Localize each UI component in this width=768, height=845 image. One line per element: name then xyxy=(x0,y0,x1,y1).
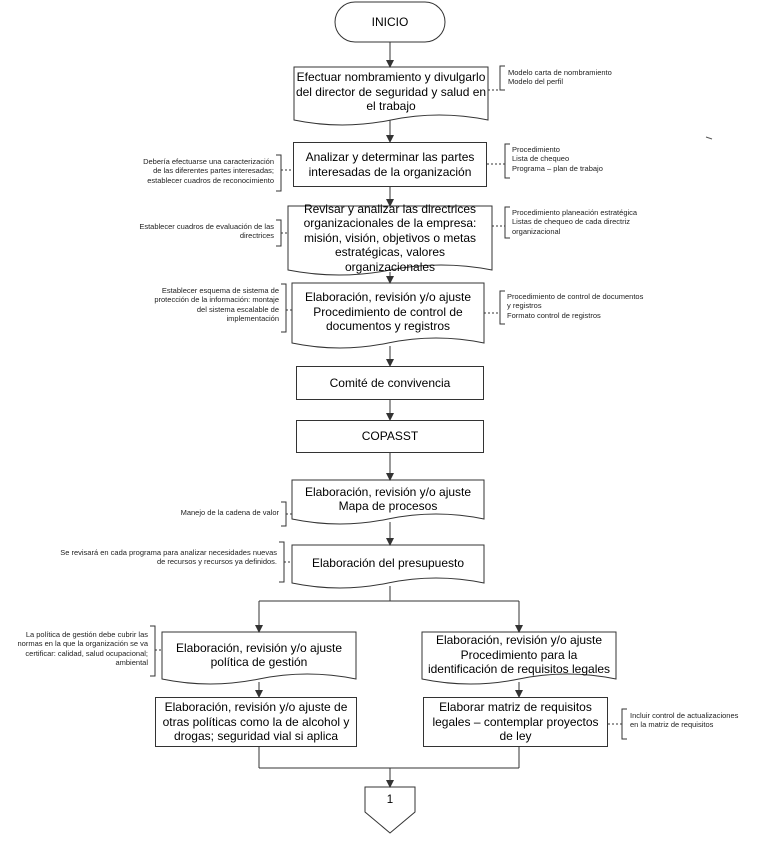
node-label: Comité de convivencia xyxy=(329,375,451,390)
doc-shape-n9 xyxy=(161,631,357,685)
annotation-evaluacion-directrices: Establecer cuadros de evaluación de las … xyxy=(139,222,274,241)
annotation-politica-normas: La política de gestión debe cubrir las n… xyxy=(17,630,149,668)
node-label: COPASST xyxy=(361,429,419,444)
node-label: Elaboración del presupuesto xyxy=(311,555,465,570)
node-nombramiento-director: Efectuar nombramiento y divulgarlo del d… xyxy=(294,67,488,117)
node-directrices-organizacionales: Revisar y analizar las directrices organ… xyxy=(288,202,492,274)
doc-shape-n3 xyxy=(287,205,493,276)
node-copasst: COPASST xyxy=(296,420,484,453)
node-control-documentos: Elaboración, revisión y/o ajuste Procedi… xyxy=(292,283,484,341)
node-label: Elaboración, revisión y/o ajuste polític… xyxy=(175,640,343,669)
doc-shape-n1 xyxy=(293,66,489,126)
node-requisitos-legales: Elaboración, revisión y/o ajuste Procedi… xyxy=(422,632,616,678)
annotation-matriz-actualizaciones: Incluir control de actualizaciones en la… xyxy=(630,711,739,730)
doc-shape-n8 xyxy=(291,544,485,589)
end-connector: 1 xyxy=(365,790,415,812)
node-label: Elaboración, revisión y/o ajuste de otra… xyxy=(162,700,350,744)
doc-shape-n7 xyxy=(291,479,485,525)
node-partes-interesadas: Analizar y determinar las partes interes… xyxy=(293,142,487,187)
annotation-documentos-recursos: Procedimiento de control de documentos y… xyxy=(507,292,644,320)
annotation-directrices-recursos: Procedimiento planeación estratégica Lis… xyxy=(512,208,638,236)
node-label: Elaboración, revisión y/o ajuste Mapa de… xyxy=(304,484,472,513)
node-label: Revisar y analizar las directrices organ… xyxy=(303,202,477,274)
node-label: Analizar y determinar las partes interes… xyxy=(305,150,475,179)
doc-shape-n4 xyxy=(291,282,485,349)
node-label: Elaborar matriz de requisitos legales – … xyxy=(432,700,599,744)
node-comite-convivencia: Comité de convivencia xyxy=(296,366,484,400)
annotation-cadena-valor: Manejo de la cadena de valor xyxy=(180,508,279,517)
end-connector-shape xyxy=(364,786,416,834)
node-presupuesto: Elaboración del presupuesto xyxy=(292,545,484,581)
annotation-presupuesto: Se revisará en cada programa para analiz… xyxy=(60,548,277,567)
node-label: Efectuar nombramiento y divulgarlo del d… xyxy=(295,70,487,114)
annotation-nombramiento: Modelo carta de nombramiento Modelo del … xyxy=(508,68,612,87)
node-politica-gestion: Elaboración, revisión y/o ajuste polític… xyxy=(162,632,356,678)
node-label: Elaboración, revisión y/o ajuste Procedi… xyxy=(304,290,472,334)
start-label: INICIO xyxy=(371,14,409,29)
connector-label: 1 xyxy=(386,794,394,807)
node-mapa-procesos: Elaboración, revisión y/o ajuste Mapa de… xyxy=(292,480,484,518)
annotation-proteccion-informacion: Establecer esquema de sistema de protecc… xyxy=(154,286,279,324)
annotation-partes-recursos: Procedimiento Lista de chequeo Programa … xyxy=(512,145,603,173)
doc-shape-n11 xyxy=(421,631,617,685)
start-terminal: INICIO xyxy=(335,2,445,42)
node-otras-politicas: Elaboración, revisión y/o ajuste de otra… xyxy=(155,697,357,747)
annotation-caracterizacion: Debería efectuarse una caracterización d… xyxy=(143,157,274,185)
node-label: Elaboración, revisión y/o ajuste Procedi… xyxy=(427,633,611,677)
node-matriz-requisitos: Elaborar matriz de requisitos legales – … xyxy=(423,697,608,747)
